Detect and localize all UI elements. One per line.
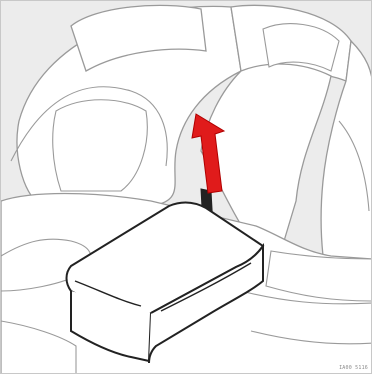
backrest-left-panel	[53, 100, 148, 191]
figure-code: IA00 5116	[339, 365, 368, 371]
